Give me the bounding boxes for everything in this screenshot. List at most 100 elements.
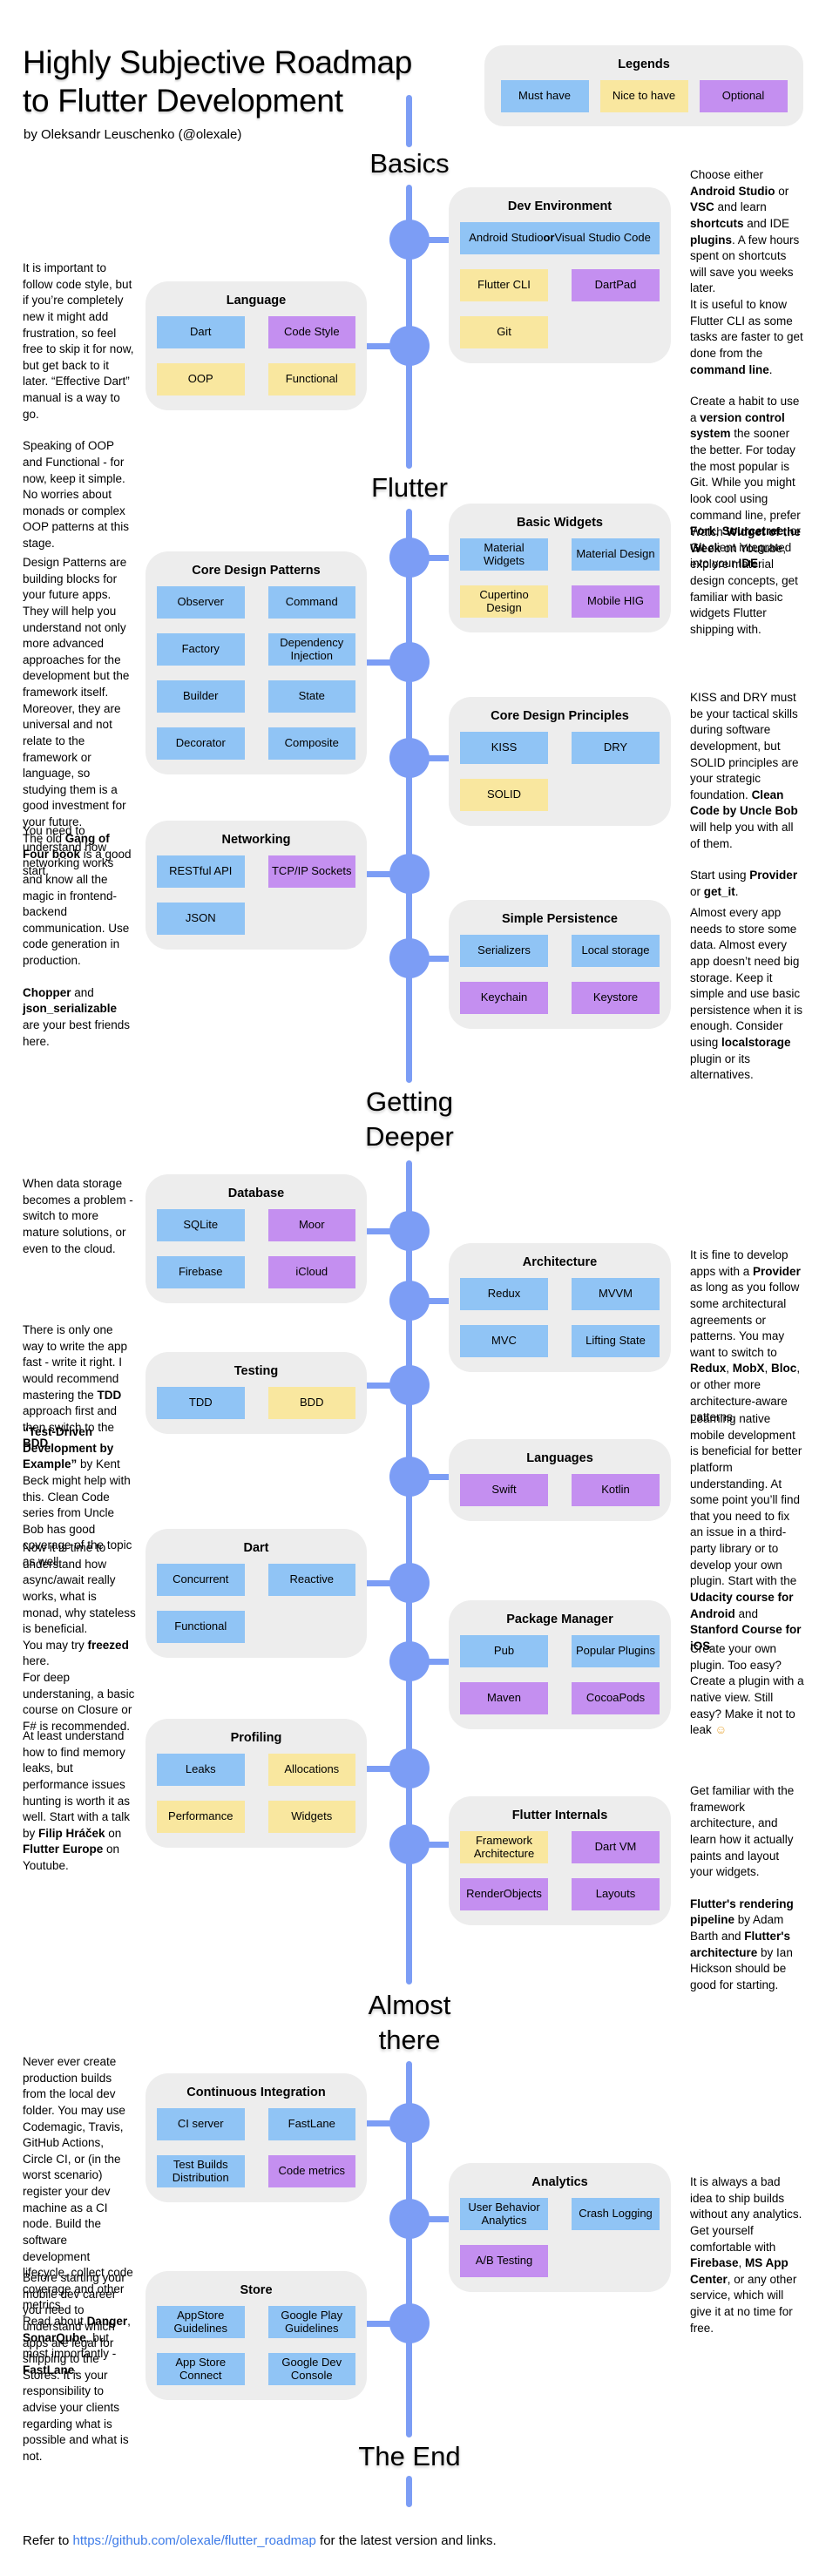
chip-dependency-injection: Dependency Injection — [267, 633, 355, 666]
text: as long as you follow some architectural… — [690, 1281, 800, 1359]
bold-text: Stanford Course for iOS — [690, 1623, 802, 1653]
bold-text: command line — [690, 362, 769, 376]
timeline-node — [389, 2303, 430, 2343]
note-paragraph: Create your own plugin. Too easy? Create… — [690, 1641, 805, 1739]
timeline-node — [389, 1365, 430, 1405]
topic-title: Dart — [243, 1541, 269, 1555]
text: the sooner the better. For today the mos… — [690, 427, 801, 522]
chip-functional: Functional — [267, 363, 355, 396]
chip-builder: Builder — [157, 680, 245, 713]
bold-text: SonarQube — [23, 2330, 86, 2344]
bold-text: Gang of Four book — [23, 831, 110, 862]
text: and — [71, 985, 94, 999]
text: You may try — [23, 1638, 88, 1652]
text: The old — [23, 831, 65, 845]
timeline-segment — [406, 2476, 412, 2507]
bold-text: Udacity course for Android — [690, 1590, 794, 1620]
bold-text: TDD — [97, 1388, 122, 1402]
text: . — [734, 884, 739, 898]
timeline-node — [389, 1211, 430, 1251]
text: , — [726, 1362, 733, 1376]
page-title-line2: to Flutter Development — [23, 83, 343, 119]
chip-dart-vm: Dart VM — [572, 1831, 660, 1863]
chip-firebase: Firebase — [157, 1256, 245, 1288]
footer-link[interactable]: https://github.com/olexale/flutter_roadm… — [72, 2533, 316, 2548]
topic-title: Core Design Principles — [491, 709, 629, 723]
text: Visual Studio Code — [554, 231, 651, 245]
text: and — [734, 1606, 759, 1620]
note-paragraph: Flutter's rendering pipeline by Adam Bar… — [690, 1897, 805, 1994]
text: by Adam Barth and — [690, 1913, 784, 1943]
chip-dart: Dart — [157, 316, 245, 348]
text: Almost every app needs to store some dat… — [690, 906, 803, 1049]
text: Speaking of OOP and Functional - for now… — [23, 439, 130, 550]
note-paragraph: Speaking of OOP and Functional - for now… — [23, 438, 136, 551]
bold-text: Redux — [690, 1362, 727, 1376]
chip-crash-logging: Crash Logging — [572, 2198, 660, 2230]
note-paragraph: Watch Widget of the Week on Youtube, exp… — [690, 524, 805, 638]
text: here. — [23, 1654, 50, 1668]
side-note-architecture-note: It is fine to develop apps with a Provid… — [690, 1247, 805, 1426]
side-note-native-note: Learning native mobile development is be… — [690, 1411, 805, 1654]
bold-text: “Test-Driven Development by Example” — [23, 1425, 114, 1471]
topic-title: Dev Environment — [507, 199, 613, 213]
chip-serializers: Serializers — [460, 935, 548, 967]
text: on — [105, 1826, 122, 1840]
bold-text: Danger — [86, 2315, 128, 2328]
text: It is always a bad idea to ship builds w… — [690, 2175, 802, 2254]
text: For deep understaning, a basic course on… — [23, 1671, 135, 1733]
text: , but most importantly - — [23, 2330, 117, 2361]
chip-solid: SOLID — [460, 779, 548, 811]
text: Read about — [23, 2315, 87, 2328]
chip-cupertino-design: Cupertino Design — [460, 585, 548, 618]
bold-text: MobX — [732, 1362, 765, 1376]
node-connector — [360, 2120, 413, 2126]
bold-text: plugins — [690, 233, 732, 247]
chip-mvvm: MVVM — [572, 1278, 660, 1310]
text: It is fine to develop apps with a — [690, 1248, 789, 1278]
timeline-node — [389, 1641, 430, 1681]
topic-title: Package Manager — [506, 1613, 613, 1626]
chip-cocoapods: CocoaPods — [572, 1682, 660, 1714]
chip-tdd: TDD — [157, 1387, 245, 1419]
note-paragraph: Learning native mobile development is be… — [690, 1411, 805, 1654]
bold-text: VSC — [690, 200, 714, 214]
text: approach first and then switch to the — [23, 1404, 118, 1434]
note-paragraph: It is always a bad idea to ship builds w… — [690, 2174, 805, 2336]
section-heading-line: Basics — [369, 148, 450, 179]
chip-redux: Redux — [460, 1278, 548, 1310]
side-note-profiling-note: At least understand how to find memory l… — [23, 1728, 136, 1875]
legend-chip-optional: Optional — [699, 80, 788, 112]
side-note-persistence-note: Almost every app needs to store some dat… — [690, 905, 805, 1084]
node-connector — [360, 1382, 413, 1389]
section-heading-line: Getting — [366, 1086, 453, 1117]
text: Create your own plugin. Too easy? Create… — [690, 1642, 804, 1737]
text: on Youtube. — [23, 1842, 120, 1872]
chip-user-behavior-analytics: User Behavior Analytics — [460, 2198, 548, 2230]
topic-title: Architecture — [522, 1255, 598, 1269]
bold-text: localstorage — [721, 1036, 791, 1049]
text: and IDE — [743, 216, 790, 230]
node-connector — [407, 554, 452, 561]
chip-appstore-guidelines: AppStore Guidelines — [157, 2306, 245, 2338]
note-paragraph: The old Gang of Four book is a good star… — [23, 831, 136, 880]
chip-google-play-guidelines: Google Play Guidelines — [267, 2306, 355, 2338]
text: or — [775, 184, 789, 198]
text: , — [764, 1362, 772, 1376]
bold-text: Bloc — [771, 1362, 797, 1376]
chip-functional: Functional — [157, 1611, 245, 1643]
chip-swift: Swift — [460, 1474, 548, 1506]
chip-moor: Moor — [267, 1209, 355, 1241]
chip-a-b-testing: A/B Testing — [460, 2245, 548, 2277]
text: . — [710, 1639, 714, 1653]
